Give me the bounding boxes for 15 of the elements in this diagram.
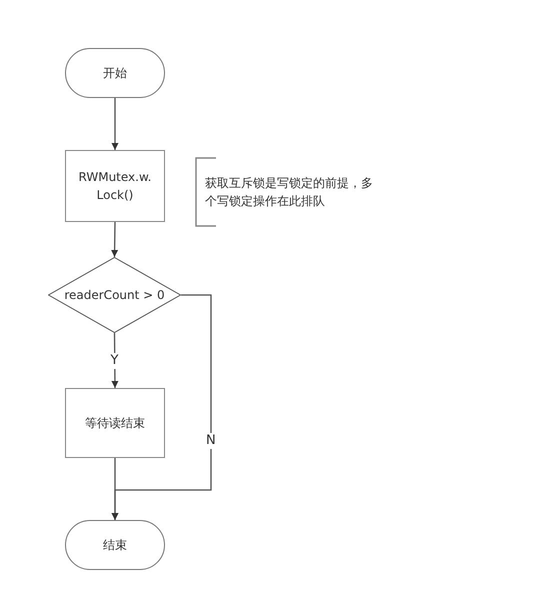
decision-diamond [48,257,181,333]
edge-label: Y [110,352,120,368]
arrow [111,222,118,257]
terminal-box [65,48,165,98]
process-box [65,150,165,222]
node-label: RWMutex.w. Lock() [78,169,152,204]
arrow [112,98,118,150]
process-box [65,388,165,458]
node-label: 等待读结束 [84,415,146,432]
node-label: 开始 [103,65,127,82]
terminal-box [65,520,165,570]
annotation-text: 获取互斥锁是写锁定的前提，多个写锁定操作在此排队 [205,175,374,210]
node-label: readerCount > 0 [64,287,165,304]
edge-label: N [205,433,217,450]
node-label: 结束 [103,537,127,554]
